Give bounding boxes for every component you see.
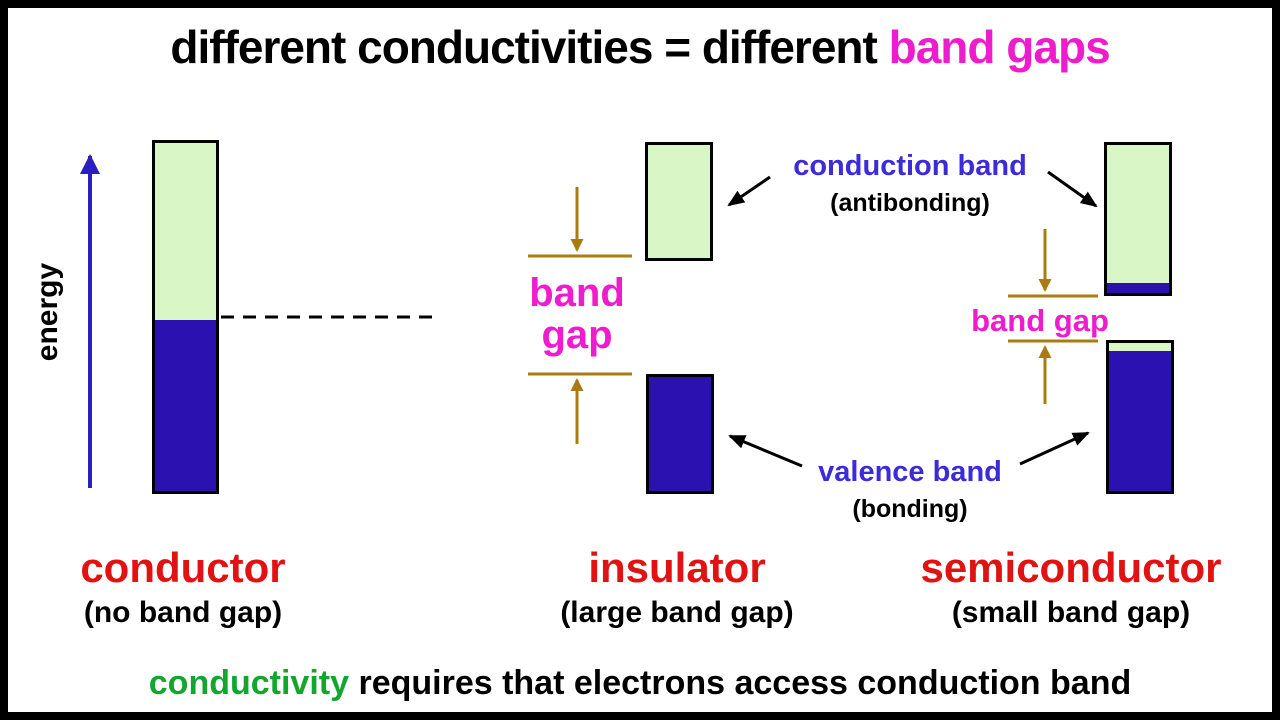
page-title: different conductivities = different ban… [0, 20, 1280, 74]
semiconductor-conduction-band-bar [1104, 142, 1172, 296]
bonding-text: (bonding) [852, 495, 968, 523]
insulator-conduction-band-bar [645, 142, 713, 261]
insulator-name: insulator [588, 544, 766, 591]
valence-arrow-to-insulator [728, 434, 803, 468]
semiconductor-valence-band-bar [1106, 340, 1174, 494]
footer-rest: requires that electrons access conductio… [349, 664, 1132, 702]
conduction-arrow-to-semiconductor [1047, 170, 1098, 208]
semiconductor-label-group: semiconductor (small band gap) [906, 544, 1236, 630]
semiconductor-name: semiconductor [920, 544, 1222, 591]
conductivity-word: conductivity [148, 664, 350, 702]
conductor-name: conductor [80, 544, 286, 591]
valence-band-annotation: valence band (bonding) [756, 456, 1064, 524]
conductor-band-bar [152, 140, 219, 494]
insulator-gap-note: (large band gap) [560, 596, 794, 629]
conductor-gap-note: (no band gap) [83, 596, 283, 629]
conduction-band-annotation: conduction band (antibonding) [756, 150, 1064, 218]
semiconductor-valence-empty-stripe [1109, 343, 1171, 351]
antibonding-text: (antibonding) [830, 189, 990, 217]
semiconductor-gap-note: (small band gap) [951, 596, 1191, 629]
conductor-empty-states-region [155, 143, 216, 320]
semiconductor-band-gap-label: band gap [971, 303, 1109, 338]
title-highlight: band gaps [888, 21, 1111, 73]
conductor-filled-states-region [155, 320, 216, 491]
footer-text: conductivity requires that electrons acc… [0, 664, 1280, 703]
semiconductor-conduction-filled-stripe [1107, 283, 1169, 293]
valence-band-text: valence band [818, 456, 1002, 488]
conduction-band-text: conduction band [793, 150, 1027, 182]
title-text: different conductivities = different [170, 21, 889, 73]
conductor-label-group: conductor (no band gap) [18, 544, 348, 630]
valence-arrow-to-semiconductor [1019, 431, 1090, 466]
conduction-arrow-to-insulator [727, 175, 771, 207]
insulator-valence-band-bar [646, 374, 714, 494]
insulator-band-gap-label: band gap [529, 271, 625, 358]
insulator-label-group: insulator (large band gap) [512, 544, 842, 630]
